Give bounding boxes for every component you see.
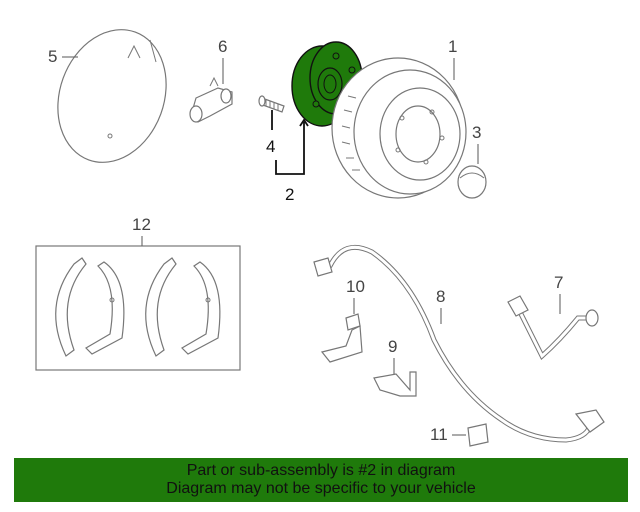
label-4: 4 <box>266 137 275 156</box>
part-4-wheel-stud[interactable] <box>258 95 285 113</box>
parts-diagram: 5 6 4 2 <box>35 14 605 447</box>
label-12: 12 <box>132 215 151 234</box>
label-2: 2 <box>285 185 294 204</box>
part-6-wheel-cylinder[interactable] <box>189 76 233 123</box>
part-5-backing-plate[interactable] <box>40 14 184 177</box>
label-11: 11 <box>430 425 448 444</box>
part-12-brake-shoes[interactable] <box>35 245 241 371</box>
part-3-dust-cap[interactable] <box>457 165 487 199</box>
info-banner: Part or sub-assembly is #2 in diagram Di… <box>14 458 628 502</box>
label-7: 7 <box>554 273 563 292</box>
label-1: 1 <box>448 37 457 56</box>
part-8-brake-line[interactable] <box>313 244 605 443</box>
banner-line-1: Part or sub-assembly is #2 in diagram <box>186 462 456 479</box>
part-10-bracket[interactable] <box>320 313 363 363</box>
leader-2 <box>275 122 305 175</box>
label-10: 10 <box>346 277 365 296</box>
part-7-hose[interactable] <box>507 295 599 361</box>
part-1-brake-drum[interactable] <box>331 57 467 199</box>
leader-2-arrow <box>299 118 309 127</box>
label-8: 8 <box>436 287 445 306</box>
label-9: 9 <box>388 337 397 356</box>
part-9-clip[interactable] <box>373 371 417 397</box>
part-11-clip[interactable] <box>467 423 489 447</box>
banner-line-2: Diagram may not be specific to your vehi… <box>166 480 476 497</box>
label-5: 5 <box>48 47 57 66</box>
label-6: 6 <box>218 37 227 56</box>
label-3: 3 <box>472 123 481 142</box>
